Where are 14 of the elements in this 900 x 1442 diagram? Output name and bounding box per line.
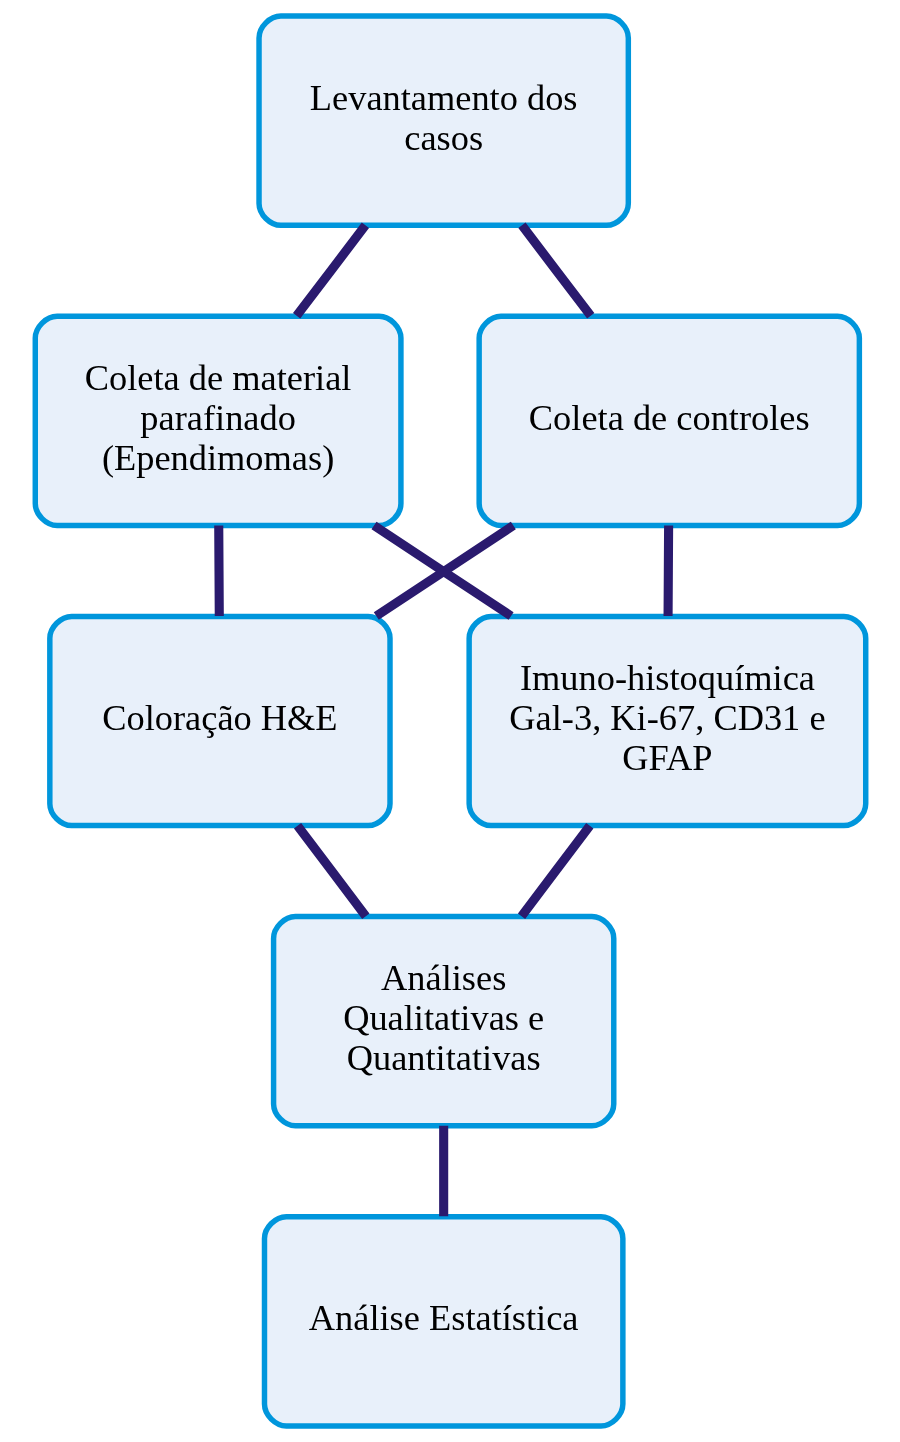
- connector: [293, 822, 369, 919]
- node-box: Imuno-histoquímica Gal-3, Ki-67, CD31 e GFAP: [465, 613, 868, 829]
- connector: [663, 525, 673, 616]
- connector: [292, 222, 369, 319]
- connector: [213, 525, 224, 616]
- node-box: Coleta de material parafinado (Ependimomas): [32, 313, 404, 529]
- connector: [438, 1125, 448, 1217]
- node-box: Coleta de controles: [475, 313, 862, 529]
- node-box: Análise Estatística: [261, 1214, 626, 1429]
- connector: [517, 822, 593, 919]
- node-box: Coloração H&E: [46, 613, 393, 829]
- node-box: Levantamento dos casos: [255, 13, 631, 228]
- connector: [517, 222, 594, 319]
- node-box: Análises Qualitativas e Quantitativas: [270, 913, 616, 1129]
